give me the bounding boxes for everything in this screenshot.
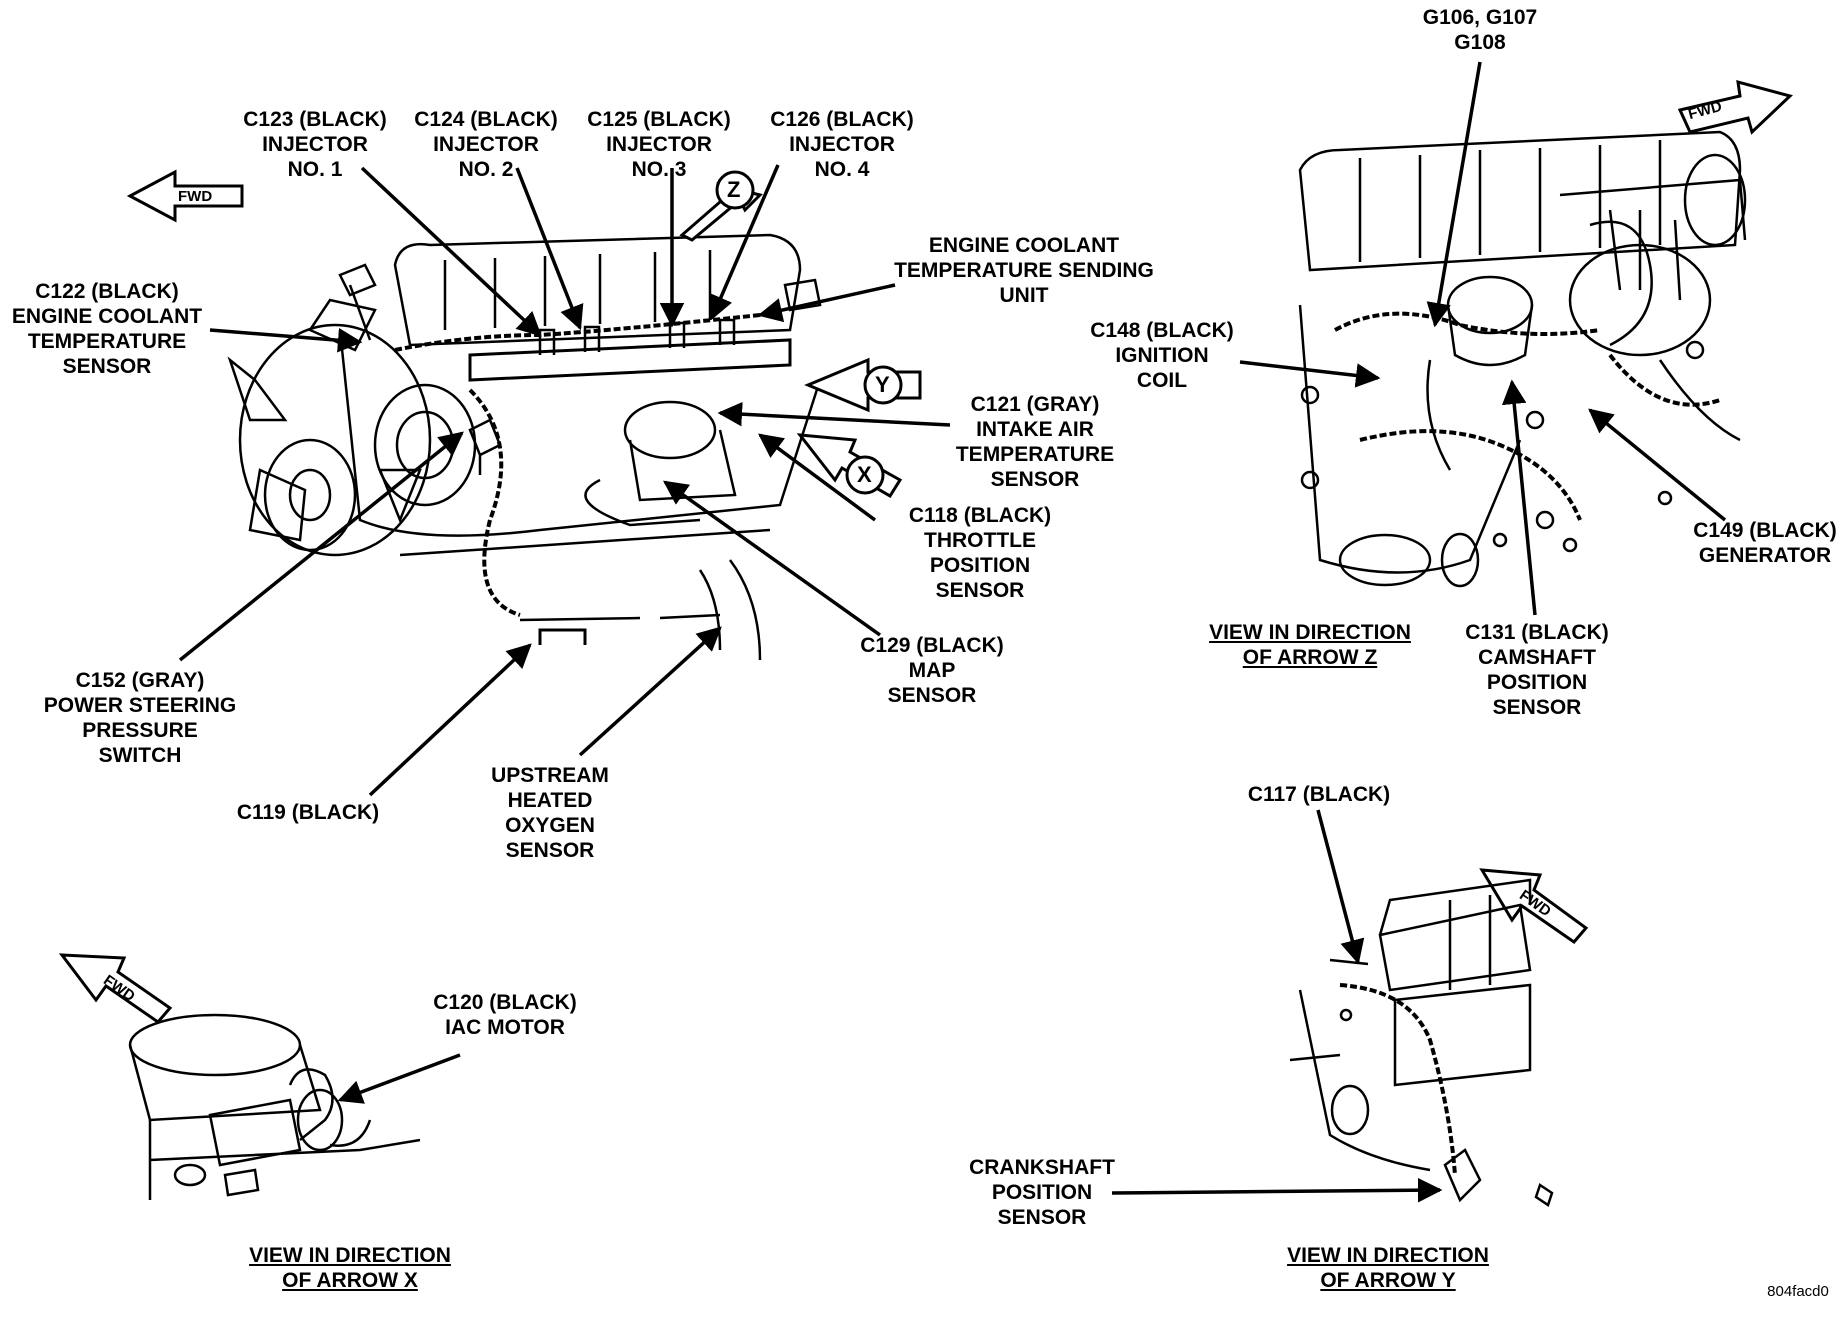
label-c117: C117 (BLACK) [1247, 783, 1391, 806]
arrow-letter-y: Y [875, 372, 890, 397]
fwd-arrow-y-view [1479, 868, 1589, 945]
z-view-drawing [1298, 130, 1747, 588]
leader-lines-main [178, 164, 951, 797]
label-c149-generator: C149 (BLACK)GENERATOR [1693, 519, 1837, 567]
arrow-letter-x: X [857, 462, 872, 487]
leader-lines-x-view [337, 1053, 461, 1104]
x-view-drawing [128, 1013, 421, 1200]
view-arrow-y [804, 357, 922, 413]
fwd-arrow-main [126, 169, 244, 223]
label-c119: C119 (BLACK) [236, 801, 380, 824]
view-arrow-z [679, 170, 763, 242]
fwd-text-main: FWD [178, 188, 213, 205]
fwd-arrow-x-view [58, 953, 173, 1025]
leader-lines-z-view [1239, 61, 1727, 616]
main-engine-drawing [227, 233, 822, 661]
label-c120-iac-motor: C120 (BLACK)IAC MOTOR [433, 991, 577, 1039]
leader-lines-y-view [1111, 809, 1443, 1203]
arrow-letter-z: Z [727, 177, 741, 202]
figure-code: 804facd0 [1767, 1283, 1829, 1300]
y-view-drawing [1289, 878, 1554, 1207]
view-arrow-x [796, 433, 903, 499]
fwd-arrow-z-view [1677, 79, 1793, 135]
